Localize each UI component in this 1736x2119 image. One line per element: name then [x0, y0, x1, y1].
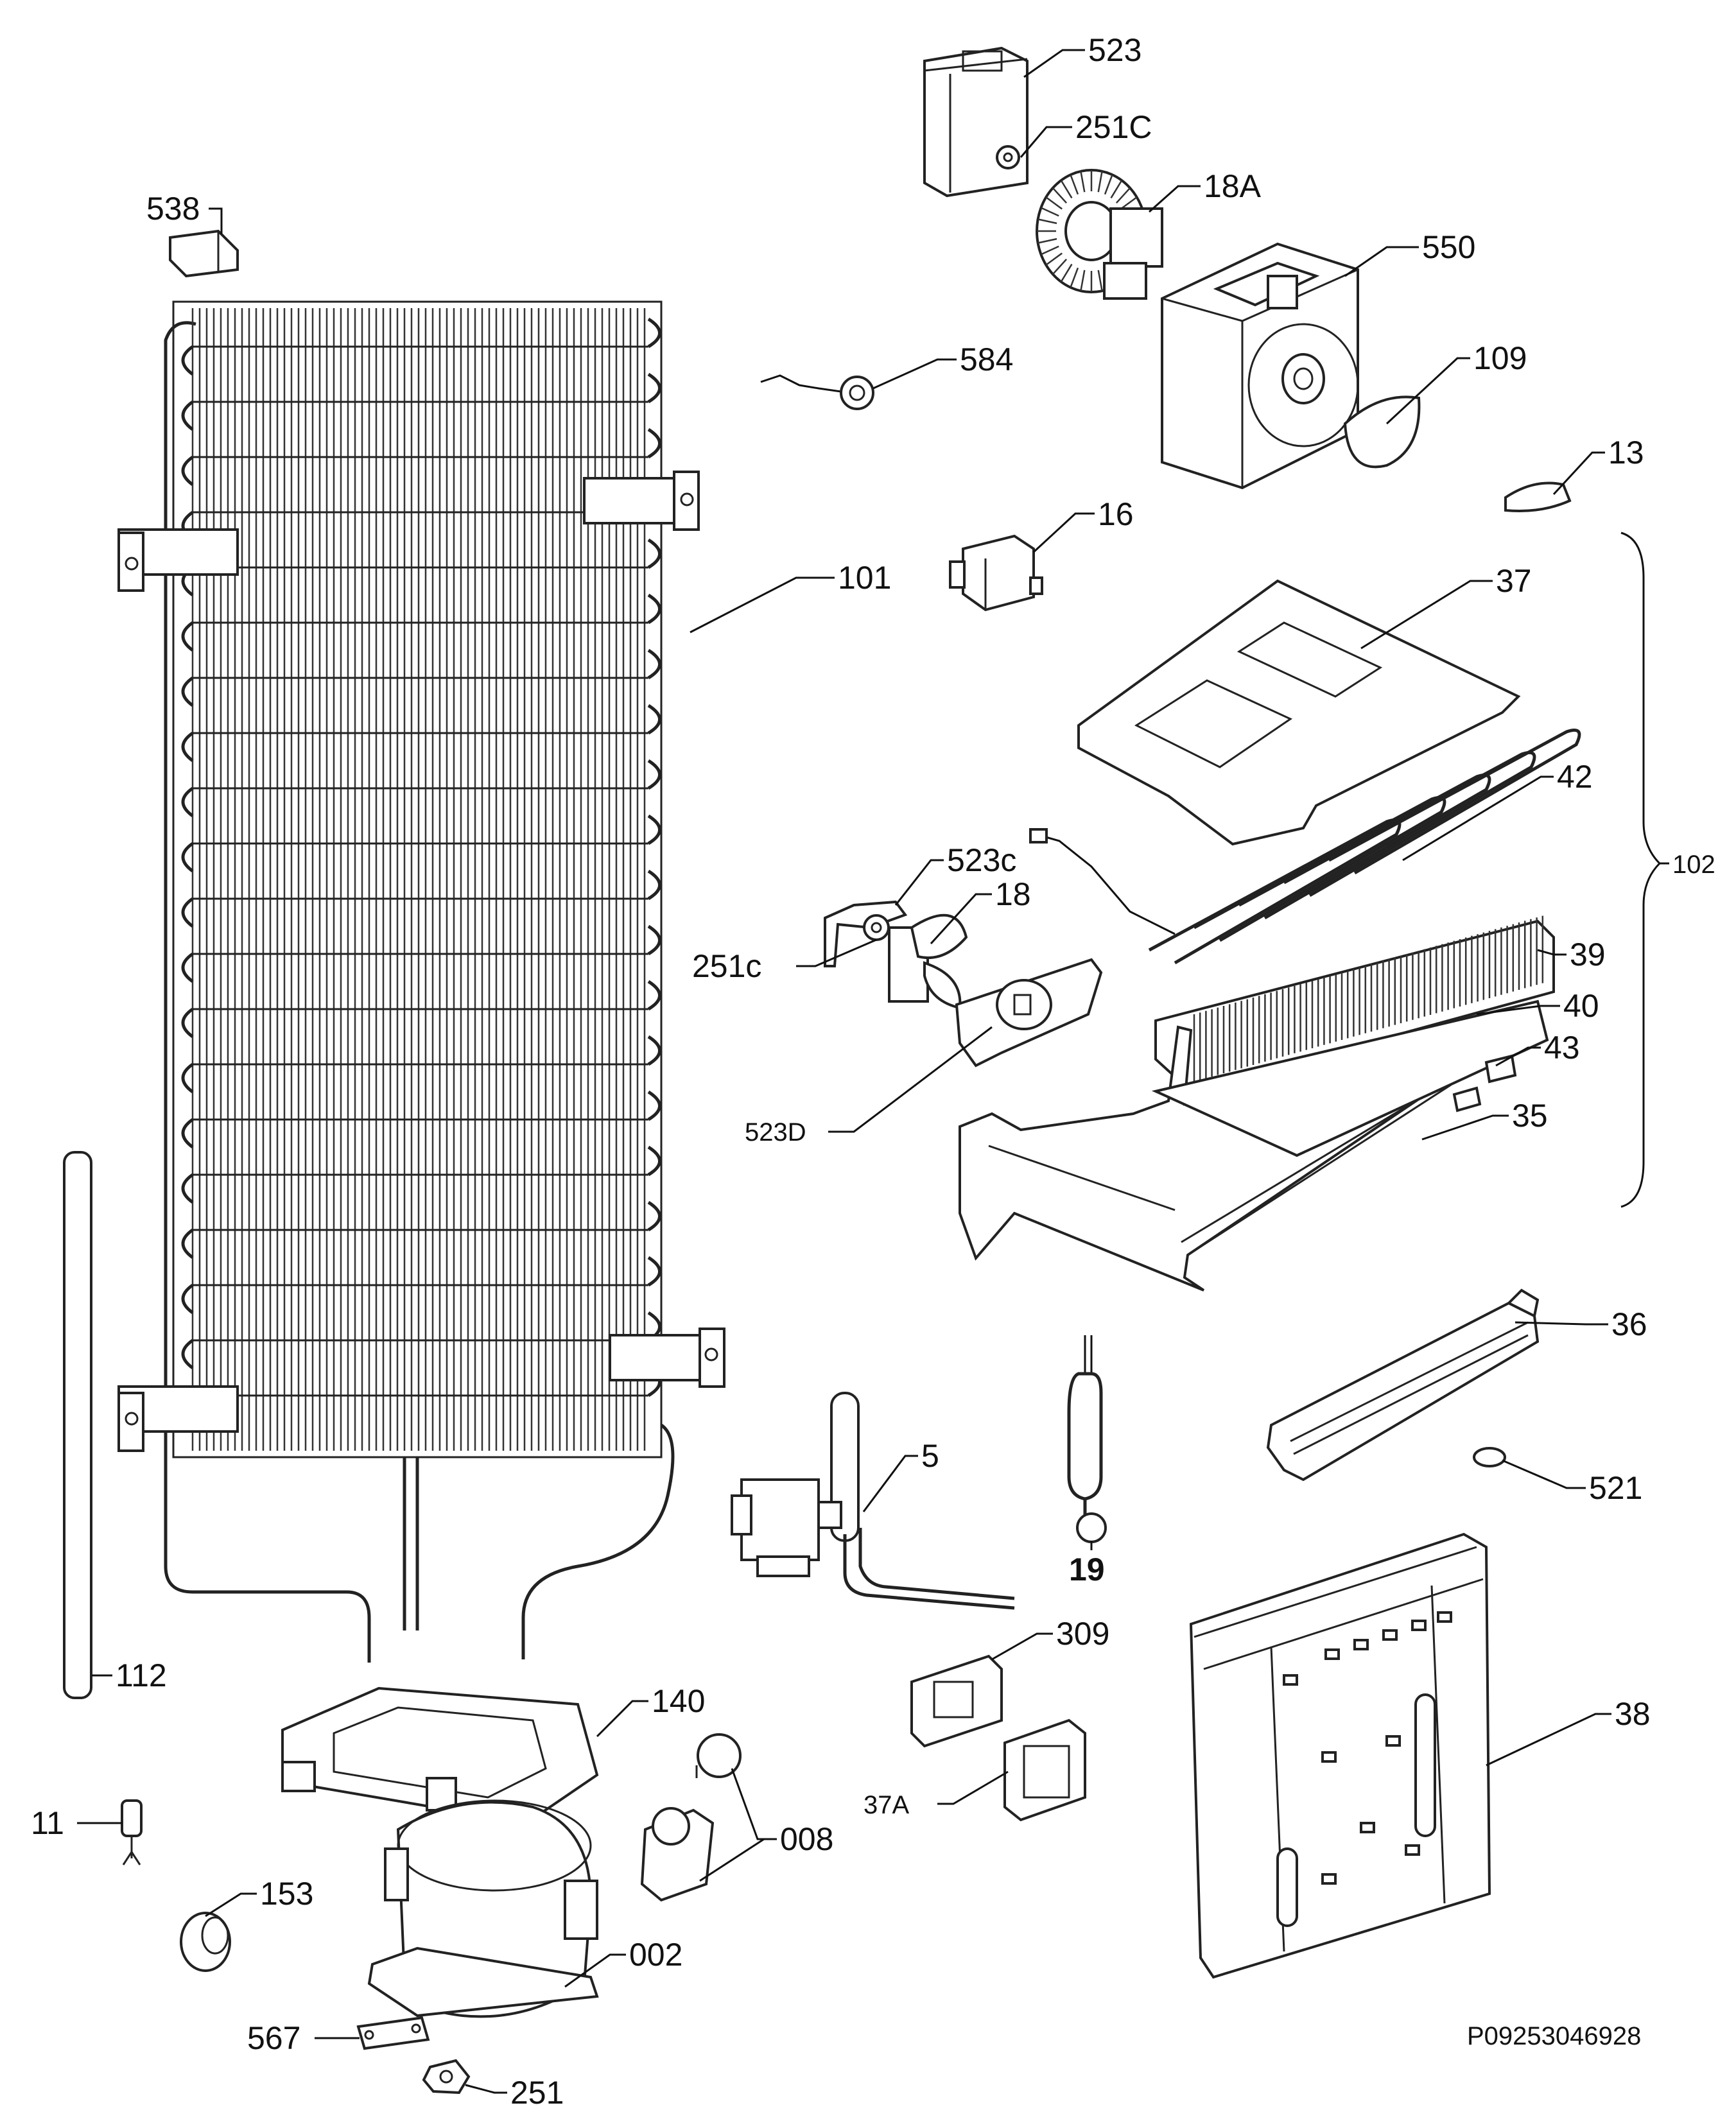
heater-42-loops: [1148, 729, 1581, 965]
label-109: 109: [1473, 340, 1527, 376]
label-36: 36: [1611, 1306, 1647, 1342]
label-523c: 523c: [947, 842, 1016, 878]
part-clip-538: [169, 229, 239, 278]
part-drier-11: [121, 1799, 143, 1865]
part-ring-521: [1473, 1447, 1506, 1467]
part-evaporator-39: [1154, 915, 1555, 1093]
part-fan-motor-18A: [1036, 169, 1163, 300]
part-module-309: [910, 1654, 1003, 1748]
label-002: 002: [629, 1937, 682, 1973]
part-condenser-101: [117, 300, 725, 1663]
condenser-bracket-bottom-right: [609, 1328, 725, 1388]
label-37A: 37A: [864, 1791, 909, 1819]
label-101: 101: [838, 560, 891, 596]
part-heater-42: [1029, 729, 1581, 965]
condenser-bracket-top-right: [583, 471, 700, 531]
condenser-wire-grid: [191, 308, 646, 1451]
label-39: 39: [1570, 937, 1606, 973]
label-251c-mid: 251c: [692, 948, 761, 984]
label-523D: 523D: [745, 1118, 806, 1146]
condenser-coil-bends: [181, 317, 661, 1425]
condenser-bracket-top-left: [117, 528, 239, 592]
part-evaporator-cover-37: [1077, 579, 1521, 846]
part-board-37A: [1003, 1718, 1086, 1822]
part-compressor-002: [367, 1799, 599, 2018]
evaporator-39-fins: [1193, 915, 1544, 1082]
part-grommet-251c-mid: [863, 914, 890, 941]
label-567: 567: [247, 2020, 300, 2056]
part-relay-008: [640, 1733, 742, 1902]
part-lamp-cover-13: [1504, 481, 1572, 512]
label-5: 5: [921, 1438, 939, 1474]
label-11: 11: [31, 1805, 64, 1841]
part-connector-43: [1452, 1054, 1517, 1112]
label-521: 521: [1589, 1470, 1642, 1506]
part-rail-36: [1266, 1288, 1540, 1482]
label-550: 550: [1422, 229, 1475, 265]
part-labels: 523 251C 18A 550 538 584 109 13 16 101 3…: [31, 32, 1715, 2111]
part-fan-box-550: [1161, 242, 1359, 490]
label-538: 538: [146, 191, 200, 227]
label-251C-top: 251C: [1075, 109, 1152, 145]
part-plate-523D: [955, 958, 1103, 1068]
label-38: 38: [1615, 1696, 1651, 1732]
label-13: 13: [1608, 435, 1644, 471]
part-heater-19: [1067, 1335, 1107, 1543]
label-584: 584: [960, 342, 1013, 377]
panel-38-slots: [1283, 1611, 1452, 1885]
part-panel-38: [1189, 1532, 1491, 1979]
label-18: 18: [995, 876, 1031, 912]
label-42: 42: [1557, 759, 1593, 795]
label-140: 140: [652, 1683, 705, 1719]
condenser-bracket-bottom-left: [117, 1385, 239, 1452]
label-19: 19: [1069, 1552, 1105, 1587]
part-lens-109: [1343, 395, 1421, 469]
label-008: 008: [780, 1821, 833, 1857]
leader-lines: [77, 49, 1669, 2094]
diagram-reference-number: P09253046928: [1467, 2022, 1641, 2050]
label-37: 37: [1496, 563, 1532, 599]
label-18A: 18A: [1204, 168, 1262, 204]
part-nut-251: [422, 2059, 471, 2095]
label-40: 40: [1563, 988, 1599, 1024]
part-valve-5: [731, 1392, 1015, 1610]
label-16: 16: [1098, 496, 1134, 532]
part-grommet-153: [180, 1912, 231, 1972]
part-cover-523: [923, 46, 1029, 198]
label-153: 153: [260, 1876, 313, 1912]
label-35: 35: [1512, 1098, 1548, 1134]
part-grommet-251C-top: [996, 145, 1020, 169]
part-tube-112: [63, 1151, 92, 1699]
label-43: 43: [1544, 1030, 1580, 1066]
group-brace-102: [1620, 532, 1662, 1208]
part-clip-567: [356, 2016, 430, 2050]
label-251: 251: [510, 2075, 564, 2111]
label-112: 112: [116, 1657, 167, 1693]
label-309: 309: [1056, 1616, 1109, 1652]
label-523: 523: [1088, 32, 1141, 68]
part-base-tray-140: [281, 1686, 599, 1825]
label-102: 102: [1672, 851, 1715, 879]
part-insulation-40: [1151, 999, 1549, 1157]
part-sensor-584: [760, 374, 874, 410]
part-switch-16: [949, 534, 1043, 612]
